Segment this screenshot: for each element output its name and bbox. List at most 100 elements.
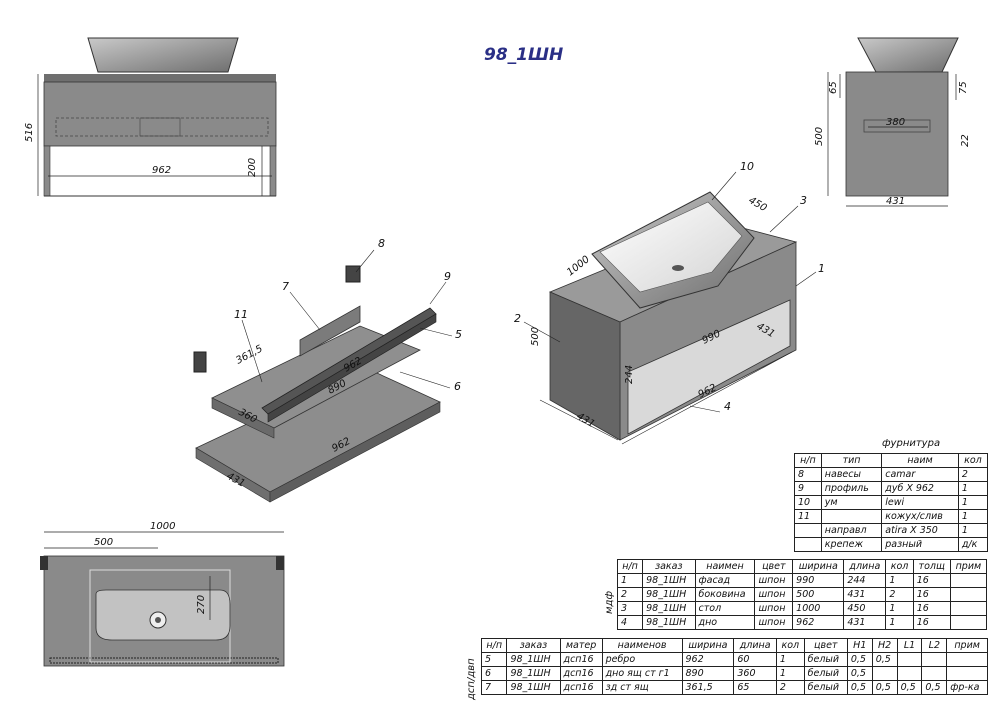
table-cell: шпон [754, 601, 794, 616]
table-cell: 0,5 [846, 680, 873, 695]
table-cell [946, 652, 988, 667]
table-cell: крепеж [820, 537, 883, 552]
table-cell: 4 [616, 615, 644, 630]
top-dim-drain: 270 [196, 595, 207, 614]
column-header: прим [946, 638, 988, 653]
top-dim-width: 1000 [150, 521, 175, 532]
table-cell: camar [881, 467, 959, 482]
table-cell: 1 [775, 652, 805, 667]
table-cell: lewi [881, 495, 959, 510]
column-header: ширина [681, 638, 735, 653]
column-header: L1 [896, 638, 923, 653]
table-cell: навесы [820, 467, 883, 482]
table-cell: 0,5 [921, 680, 948, 695]
table-cell: шпон [754, 587, 794, 602]
side-dim-depth: 431 [886, 196, 905, 207]
table-cell [949, 573, 988, 588]
table-cell: 98_1ШН [642, 615, 696, 630]
mdf-side-label: мдф [604, 590, 615, 614]
table-cell: белый [803, 652, 848, 667]
table-cell: разный [881, 537, 959, 552]
table-cell: 2 [957, 467, 989, 482]
table-cell: дно ящ ст г1 [601, 666, 683, 681]
table-cell: 450 [843, 601, 887, 616]
hardware-table-caption: фурнитура [882, 438, 941, 449]
callout-2: 2 [514, 312, 521, 325]
table-cell: 890 [681, 666, 735, 681]
column-header: цвет [754, 559, 794, 574]
table-cell: 16 [912, 615, 951, 630]
assembled-dim-height: 500 [530, 327, 541, 346]
exploded-dim-drawer-back: 361,5 [234, 343, 264, 366]
table-cell: 1 [885, 573, 914, 588]
column-header: наимен [694, 559, 756, 574]
table-cell: 16 [912, 587, 951, 602]
table-cell: дсп16 [559, 680, 603, 695]
table-cell: 0,5 [871, 680, 898, 695]
table-cell: 0,5 [871, 652, 898, 667]
table-cell: 10 [794, 495, 822, 510]
table-cell: 98_1ШН [642, 587, 696, 602]
assembled-dim-width: 1000 [565, 254, 592, 278]
column-header: наименов [601, 638, 683, 653]
table-cell: 5 [480, 652, 508, 667]
side-dim-75: 75 [958, 81, 969, 94]
drawing-title: 98_1ШН [484, 45, 563, 65]
table-cell: кожух/слив [881, 509, 959, 524]
table-cell: 0,5 [896, 680, 923, 695]
table-cell: 98_1ШН [642, 573, 696, 588]
column-header: н/п [616, 559, 644, 574]
table-cell: 360 [733, 666, 777, 681]
table-cell: фр-ка [946, 680, 988, 695]
callout-11: 11 [234, 308, 248, 321]
table-cell [794, 537, 822, 552]
table-cell: шпон [754, 573, 794, 588]
table-cell [896, 666, 923, 681]
table-cell [820, 509, 883, 524]
callout-7: 7 [282, 280, 289, 293]
column-header: кол [885, 559, 914, 574]
side-dim-drawer: 380 [886, 117, 905, 128]
front-dim-height: 516 [24, 123, 35, 142]
table-cell [871, 666, 898, 681]
table-cell: 1 [957, 523, 989, 538]
exploded-view: 8 9 7 11 5 6 361,5 360 890 962 431 962 [193, 237, 462, 503]
callout-3: 3 [800, 194, 807, 207]
front-dim-width: 962 [152, 165, 171, 176]
column-header: наим [881, 453, 959, 468]
column-header: заказ [642, 559, 696, 574]
table-cell [946, 666, 988, 681]
table-cell: ребро [601, 652, 683, 667]
table-cell: 1 [885, 601, 914, 616]
table-cell: белый [803, 666, 848, 681]
table-cell: дсп16 [559, 666, 603, 681]
table-cell: 1 [957, 495, 989, 510]
table-cell: 3 [616, 601, 644, 616]
table-cell: 2 [885, 587, 914, 602]
column-header: длина [843, 559, 887, 574]
table-cell: дуб X 962 [881, 481, 959, 496]
table-cell: 1 [957, 481, 989, 496]
table-cell: дсп16 [559, 652, 603, 667]
callout-6: 6 [454, 380, 461, 393]
top-view: 1000 500 270 [40, 521, 285, 667]
callout-1: 1 [818, 262, 825, 275]
table-cell [896, 652, 923, 667]
table-cell: стол [694, 601, 756, 616]
column-header: цвет [803, 638, 848, 653]
table-cell: ум [820, 495, 883, 510]
table-cell [794, 523, 822, 538]
table-cell: белый [803, 680, 848, 695]
column-header: толщ [912, 559, 951, 574]
assembled-dim-depth: 450 [747, 195, 769, 214]
